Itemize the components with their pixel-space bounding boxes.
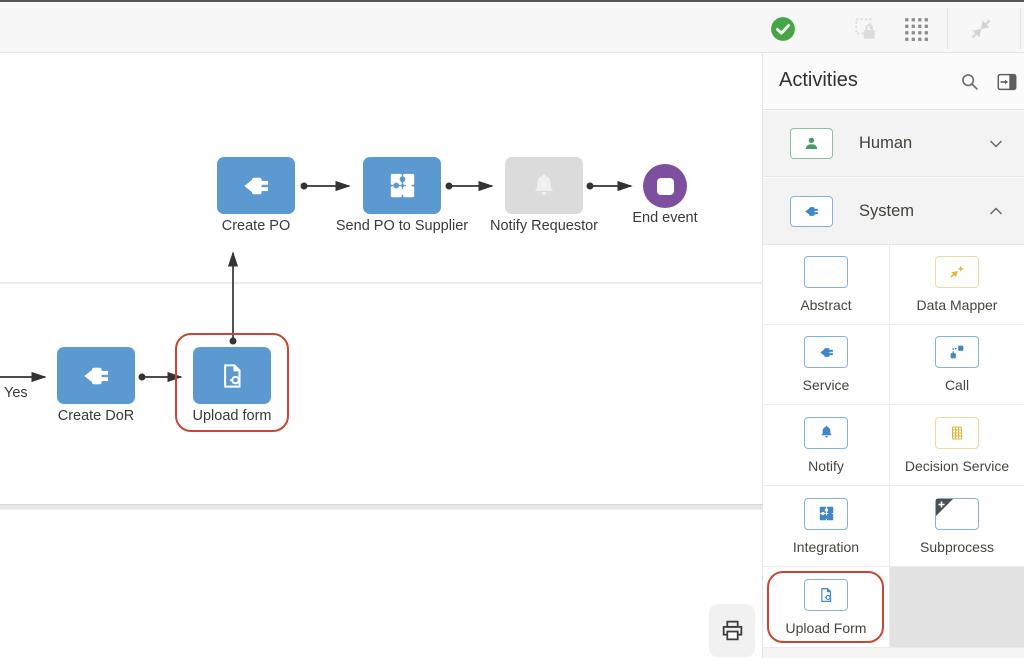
tile-label: Data Mapper [916, 297, 998, 313]
empty-palette-cell [890, 567, 1024, 648]
human-icon-box [790, 128, 833, 159]
tile-upload-form[interactable]: Upload Form [763, 567, 890, 648]
notify-icon [804, 416, 848, 449]
system-icon-box [790, 195, 833, 227]
print-button[interactable] [709, 604, 755, 657]
chevron-up-icon [990, 207, 1002, 215]
tile-label: Abstract [800, 297, 852, 313]
apps-grid-icon[interactable] [903, 16, 929, 42]
tile-abstract[interactable]: Abstract [763, 245, 890, 325]
collapse-view-icon [971, 19, 991, 39]
plug-icon [805, 206, 818, 216]
end-event-square [656, 177, 674, 195]
tile-integration[interactable]: Integration [763, 486, 890, 567]
red-annotation-upload-form-tile [767, 571, 884, 643]
section-human[interactable]: Human [763, 111, 1024, 177]
node-upload-form[interactable] [193, 347, 271, 404]
toolbar-divider [947, 8, 948, 49]
subprocess-icon [935, 497, 979, 530]
validate-check-icon[interactable] [770, 16, 796, 42]
upload-form-icon [224, 363, 241, 388]
activities-panel-header: Activities [763, 53, 1024, 110]
node-label: Notify Requestor [490, 218, 598, 234]
lane-divider [0, 282, 763, 284]
tile-service[interactable]: Service [763, 325, 890, 405]
bell-icon [534, 173, 554, 195]
node-send-po-to-supplier[interactable] [363, 157, 441, 214]
service-icon [804, 336, 848, 368]
tile-label: Upload Form [785, 619, 867, 636]
node-notify-requestor[interactable] [505, 157, 583, 214]
panel-footer [763, 648, 1024, 658]
tile-label: Service [802, 377, 850, 393]
process-canvas[interactable]: Yes Create PO Send PO to Supplier [0, 53, 763, 658]
section-label: System [859, 201, 915, 220]
tile-data-mapper[interactable]: Data Mapper [890, 245, 1024, 325]
person-icon [805, 137, 818, 150]
decision-service-icon [935, 416, 979, 449]
node-label: Create DoR [57, 408, 135, 424]
collapse-panel-icon[interactable] [996, 71, 1018, 93]
tile-call[interactable]: Call [890, 325, 1024, 405]
node-end-event[interactable] [643, 164, 687, 208]
tile-label: Call [944, 377, 970, 393]
node-label: Send PO to Supplier [335, 218, 469, 234]
red-annotation-upload-form [175, 333, 289, 432]
search-icon[interactable] [959, 71, 981, 93]
tile-label: Subprocess [920, 538, 994, 555]
panel-title: Activities [779, 69, 858, 91]
toolbar-divider-right [1020, 8, 1021, 49]
lock-snapshot-icon [855, 18, 875, 39]
node-label: End event [632, 210, 698, 226]
section-system[interactable]: System [763, 178, 1024, 245]
plug-icon [244, 177, 268, 194]
tile-label: Notify [808, 457, 844, 474]
integration-icon [804, 497, 848, 530]
call-icon [935, 336, 979, 368]
lane-divider-bottom [0, 504, 763, 510]
upload-form-icon [804, 578, 848, 611]
edge-label-yes: Yes [4, 385, 28, 401]
puzzle-icon [390, 173, 414, 198]
node-create-po[interactable] [217, 157, 295, 214]
section-label: Human [859, 134, 913, 152]
top-toolbar [0, 0, 1024, 53]
node-label: Upload form [192, 408, 272, 424]
node-label: Create PO [221, 218, 291, 234]
tile-notify[interactable]: Notify [763, 405, 890, 486]
data-mapper-icon [935, 256, 979, 288]
tile-decision-service[interactable]: Decision Service [890, 405, 1024, 486]
print-icon [722, 620, 742, 641]
node-create-dor[interactable] [57, 347, 135, 404]
activities-panel: Activities Human [763, 53, 1024, 658]
plug-icon [84, 367, 108, 384]
abstract-icon [804, 256, 848, 288]
chevron-down-icon [990, 140, 1002, 147]
tile-subprocess[interactable]: Subprocess [890, 486, 1024, 567]
tile-label: Decision Service [904, 457, 1010, 474]
tile-label: Integration [792, 538, 860, 555]
